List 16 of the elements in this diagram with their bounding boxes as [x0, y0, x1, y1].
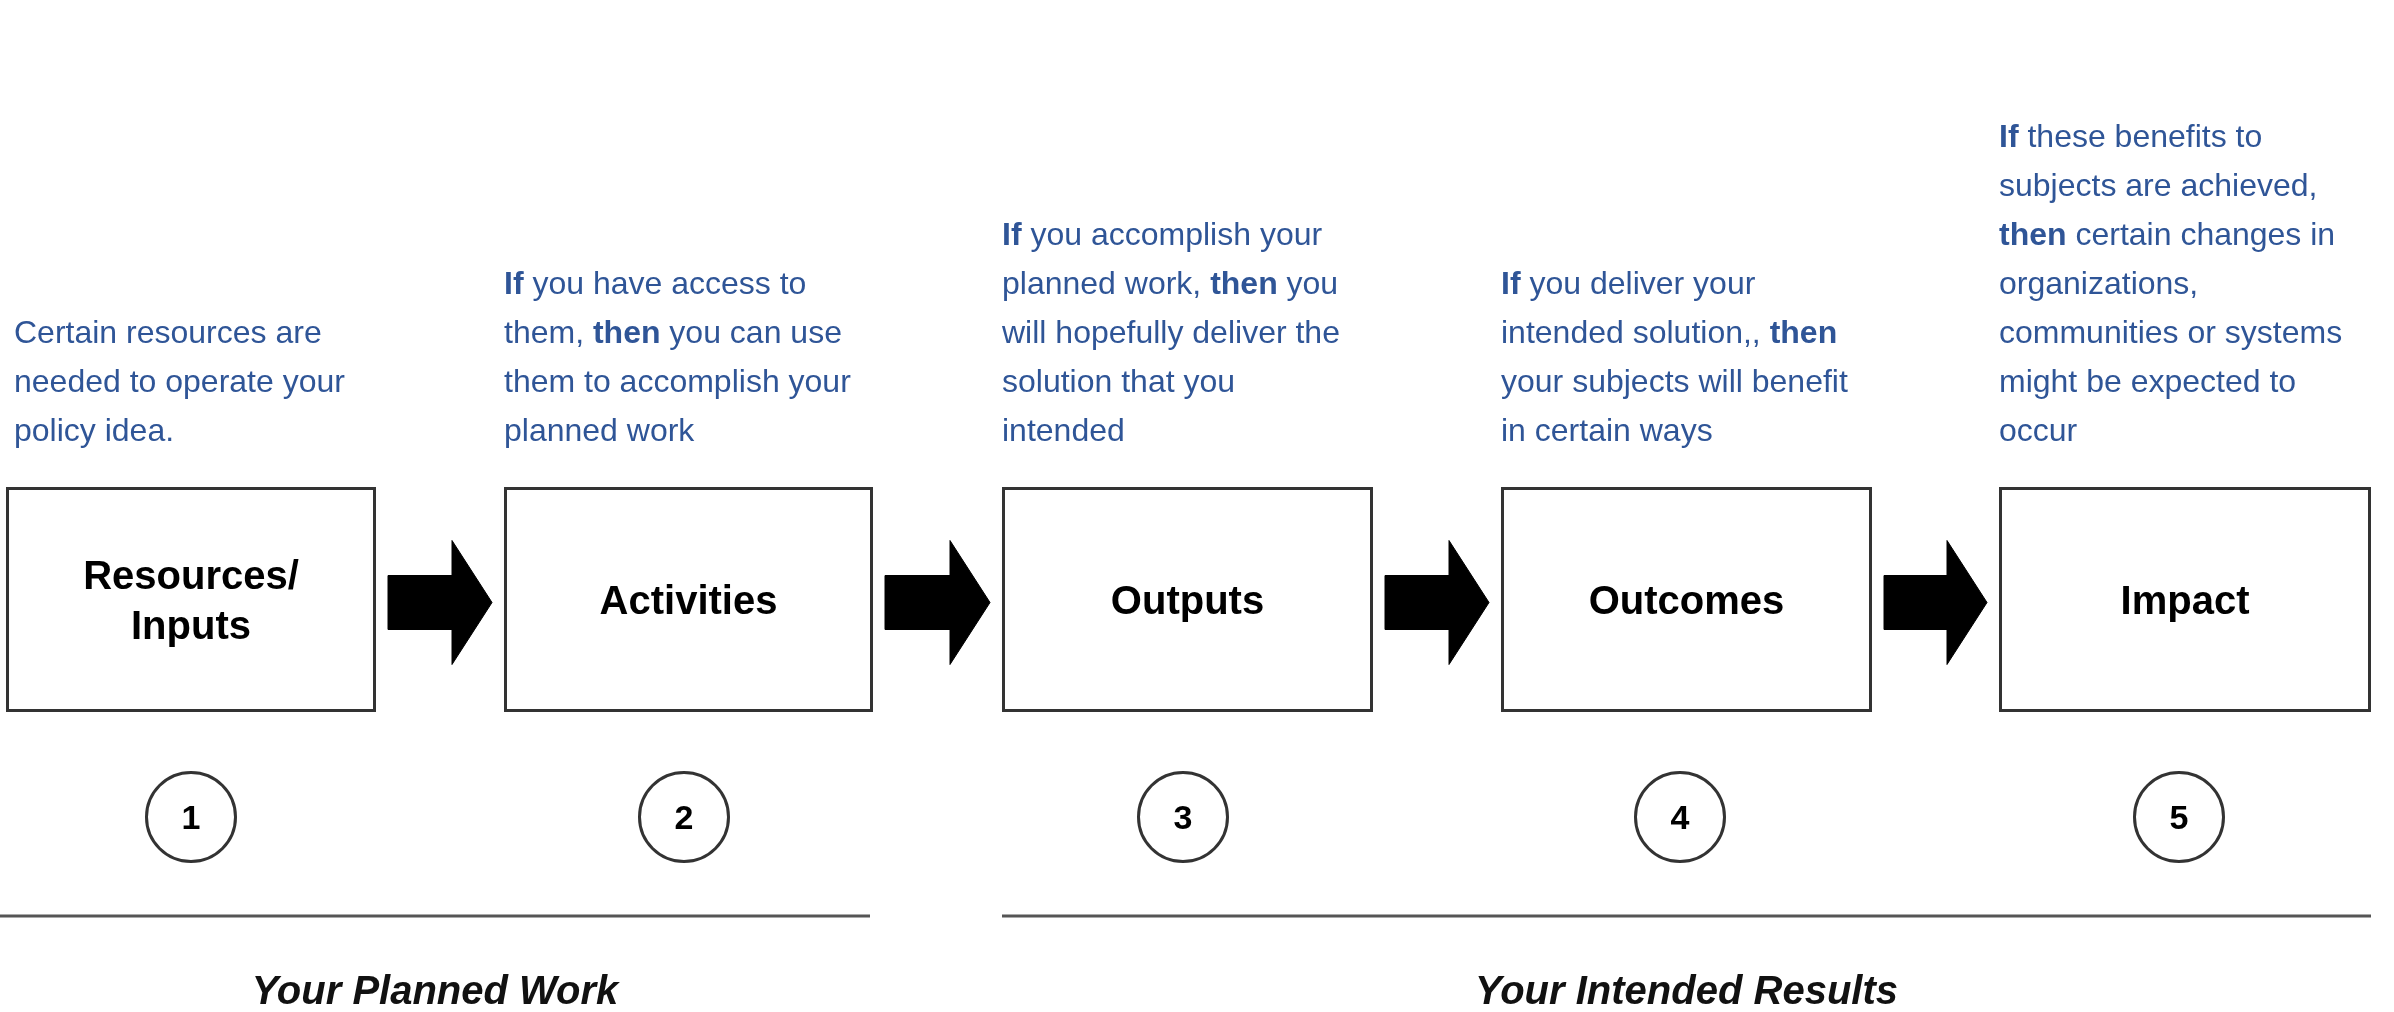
stage-box: Impact	[1999, 487, 2371, 712]
stage-box: Resources/ Inputs	[6, 487, 376, 712]
stage-box: Activities	[504, 487, 873, 712]
stage-box: Outputs	[1002, 487, 1373, 712]
description-text: If you deliver your intended solution,, then your subjects will benefit in certain ways	[1501, 264, 1849, 450]
block-arrow	[884, 540, 991, 665]
section-label: Your Intended Results	[1474, 967, 1899, 1012]
block-arrow	[1384, 540, 1490, 665]
section-label: Your Planned Work	[250, 967, 621, 1012]
block-arrow	[1883, 540, 1988, 665]
description-text: If you accomplish your planned work, then you will hopefully deliver the solution that you intended	[1002, 215, 1341, 450]
stage-box: Outcomes	[1501, 487, 1872, 712]
description-text: Certain resources are needed to operate your policy idea.	[14, 313, 346, 450]
description-text: If you have access to them, then you can use them to accomplish your planned work	[504, 264, 852, 450]
block-arrow	[387, 540, 493, 665]
description-text: If these benefits to subjects are achieved, then certain changes in organizations, communities or systems might be expected to occur	[1999, 117, 2344, 450]
